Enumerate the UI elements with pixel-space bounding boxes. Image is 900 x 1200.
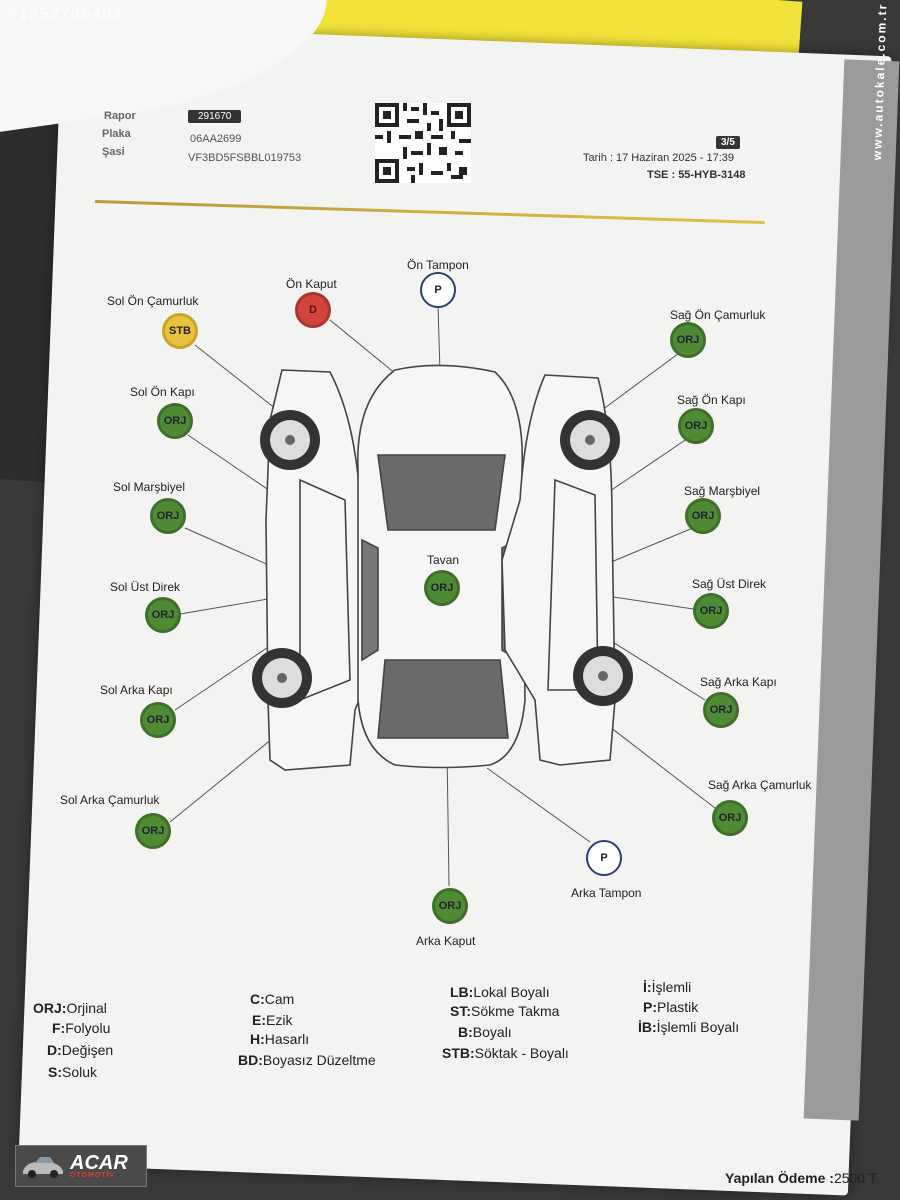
- tse-label: TSE :: [647, 169, 676, 181]
- part-label-sol-arka-kapi: Sol Arka Kapı: [100, 683, 173, 697]
- legend-e: E:Ezik: [252, 1012, 293, 1028]
- legend-d: D:Değişen: [47, 1042, 114, 1058]
- qr-code: [375, 103, 471, 183]
- part-label-on-kaput: Ön Kaput: [286, 277, 337, 291]
- legend-s: S:Soluk: [48, 1064, 98, 1080]
- legend-p: P:Plastik: [643, 999, 699, 1015]
- tse-code: TSE : 55-HYB-3148: [647, 169, 745, 181]
- legend-h: H:Hasarlı: [250, 1031, 310, 1047]
- report-date: Tarih : 17 Haziran 2025 - 17:39: [583, 152, 735, 164]
- legend-st: ST:Sökme Takma: [450, 1003, 560, 1019]
- legend-bd: BD:Boyasız Düzeltme: [238, 1052, 376, 1068]
- part-label-tavan: Tavan: [427, 553, 460, 567]
- listing-id-watermark: #1252786484: [8, 4, 124, 23]
- part-label-sag-on-kapi: Sağ Ön Kapı: [677, 393, 746, 407]
- status-sag-arka-camurluk: ORJ: [712, 800, 748, 836]
- part-label-sol-ust-direk: Sol Üst Direk: [110, 580, 181, 594]
- legend-stb: STB:Söktak - Boyalı: [442, 1045, 569, 1061]
- part-label-arka-kaput: Arka Kaput: [416, 934, 476, 948]
- car-logo-icon: [23, 1157, 63, 1178]
- legend-f: F:Folyolu: [52, 1020, 111, 1036]
- status-sag-marsbiyel: ORJ: [685, 498, 721, 534]
- status-sol-arka-kapi: ORJ: [140, 702, 176, 738]
- plate-value: 06AA2699: [190, 133, 242, 145]
- tse-value: 55-HYB-3148: [678, 169, 746, 181]
- legend-lb: LB:Lokal Boyalı: [450, 984, 550, 1000]
- part-label-arka-tampon: Arka Tampon: [571, 886, 642, 900]
- legend-b: B:Boyalı: [458, 1024, 512, 1040]
- status-on-tampon: P: [420, 272, 456, 308]
- payment-value: 2500 T: [833, 1170, 878, 1186]
- legend-c: C:Cam: [250, 991, 295, 1007]
- status-sol-marsbiyel: ORJ: [150, 498, 186, 534]
- status-sag-arka-kapi: ORJ: [703, 692, 739, 728]
- wheels: [252, 410, 633, 708]
- dealer-logo: ACAR OTOMOTİV: [15, 1145, 147, 1187]
- part-label-sag-on-camurluk: Sağ Ön Çamurluk: [670, 308, 766, 322]
- status-sol-arka-camurluk: ORJ: [135, 813, 171, 849]
- report-label: Rapor: [104, 110, 136, 122]
- part-label-sag-arka-camurluk: Sağ Arka Çamurluk: [708, 778, 812, 792]
- legend-i: İ:İşlemli: [643, 979, 692, 995]
- chassis-value: VF3BD5FSBBL019753: [188, 152, 302, 164]
- part-label-sol-marsbiyel: Sol Marşbiyel: [113, 480, 186, 494]
- chassis-label: Şasi: [102, 146, 125, 158]
- payment-info: Yapılan Ödeme :2500 T: [725, 1170, 877, 1186]
- status-on-kaput: D: [295, 292, 331, 328]
- page-indicator: 3/5: [716, 136, 740, 149]
- plate-label: Plaka: [102, 128, 131, 140]
- status-sol-on-camurluk: STB: [162, 313, 198, 349]
- logo-sub-text: OTOMOTİV: [70, 1171, 116, 1179]
- part-label-sol-arka-camurluk: Sol Arka Çamurluk: [60, 793, 160, 807]
- status-sol-ust-direk: ORJ: [145, 597, 181, 633]
- part-label-sol-on-kapi: Sol Ön Kapı: [130, 385, 195, 399]
- report-number: 291670: [188, 110, 242, 123]
- status-tavan: ORJ: [424, 570, 460, 606]
- status-sag-on-kapi: ORJ: [678, 408, 714, 444]
- legend-ib: İB:İşlemli Boyalı: [638, 1019, 740, 1035]
- status-sag-on-camurluk: ORJ: [670, 322, 706, 358]
- logo-main-text: ACAR: [70, 1151, 128, 1174]
- part-label-sag-arka-kapi: Sağ Arka Kapı: [700, 675, 777, 689]
- status-sol-on-kapi: ORJ: [157, 403, 193, 439]
- part-label-sag-ust-direk: Sağ Üst Direk: [692, 577, 767, 591]
- part-label-sag-marsbiyel: Sağ Marşbiyel: [684, 484, 761, 498]
- status-arka-tampon: P: [586, 840, 622, 876]
- part-label-on-tampon: Ön Tampon: [407, 258, 469, 272]
- status-sag-ust-direk: ORJ: [693, 593, 729, 629]
- legend-orj: ORJ:Orjinal: [33, 1000, 107, 1016]
- status-arka-kaput: ORJ: [432, 888, 468, 924]
- part-label-sol-on-camurluk: Sol Ön Çamurluk: [107, 294, 199, 308]
- payment-label: Yapılan Ödeme :: [725, 1170, 834, 1186]
